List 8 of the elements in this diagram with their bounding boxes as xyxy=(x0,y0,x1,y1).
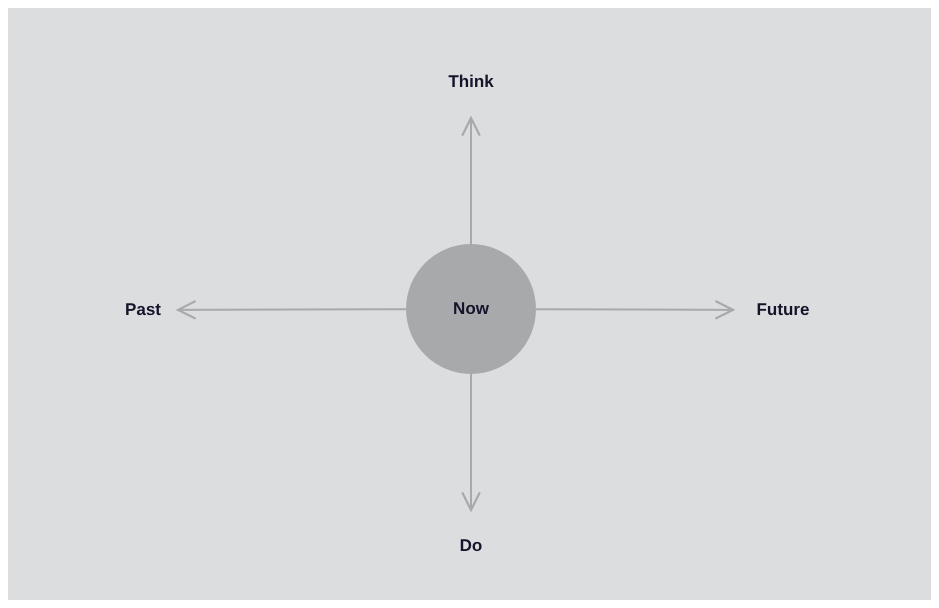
axis-label: Think xyxy=(441,71,501,93)
arrow xyxy=(461,374,481,512)
axis-label: Do xyxy=(451,535,491,557)
arrow xyxy=(176,300,406,320)
axis-label: Past xyxy=(118,299,168,321)
arrow xyxy=(536,300,734,320)
axis-label: Future xyxy=(748,299,818,321)
arrow xyxy=(461,116,481,244)
